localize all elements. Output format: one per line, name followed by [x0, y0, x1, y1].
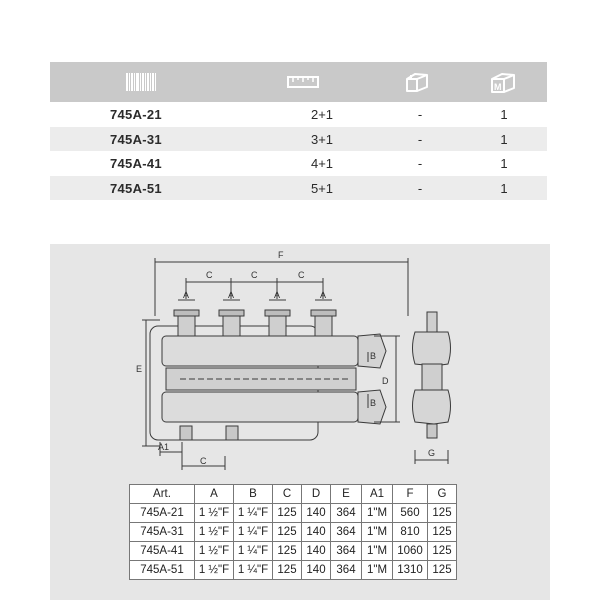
table-cell: 140	[301, 503, 331, 523]
table-header-row: Art. A B C D E A1 F G	[129, 484, 457, 504]
dim-label-f: F	[278, 250, 284, 260]
table-row: 745A-51 5+1 - 1	[50, 175, 547, 200]
column-header: F	[392, 484, 428, 504]
ways-value: 2+1	[310, 107, 334, 122]
box-value: -	[417, 107, 423, 122]
table-cell: 810	[392, 522, 428, 542]
dimensions-table: Art. A B C D E A1 F G 745A-21 1 ½"F 1 ¼"…	[129, 484, 457, 580]
table-cell: 364	[330, 522, 362, 542]
table-cell: 1 ½"F	[194, 541, 234, 561]
table-cell: 125	[427, 522, 457, 542]
table-cell: 1"M	[361, 560, 393, 580]
dim-label-a: A	[228, 290, 234, 300]
column-header: G	[427, 484, 457, 504]
table-cell: 1310	[392, 560, 428, 580]
column-header: A1	[361, 484, 393, 504]
product-table-header: M	[50, 62, 547, 102]
dim-label-c: C	[298, 270, 305, 280]
column-header: B	[233, 484, 273, 504]
table-cell: 1 ½"F	[194, 503, 234, 523]
table-cell: 125	[427, 503, 457, 523]
table-row: 745A-21 2+1 - 1	[50, 102, 547, 127]
table-cell: 745A-21	[129, 503, 195, 523]
master-box-value: 1	[500, 180, 508, 196]
dim-label-g: G	[428, 448, 435, 458]
article-code: 745A-31	[110, 131, 162, 147]
table-row: 745A-31 1 ½"F 1 ¼"F 125 140 364 1"M 810 …	[129, 522, 457, 542]
table-cell: 745A-51	[129, 560, 195, 580]
box-value: -	[417, 180, 423, 196]
table-cell: 125	[272, 522, 302, 542]
master-box-value: 1	[500, 107, 508, 122]
table-cell: 364	[330, 503, 362, 523]
table-cell: 745A-41	[129, 541, 195, 561]
table-cell: 1"M	[361, 522, 393, 542]
table-cell: 1060	[392, 541, 428, 561]
column-header: D	[301, 484, 331, 504]
m-icon-letter: M	[494, 82, 502, 92]
table-cell: 125	[272, 541, 302, 561]
article-code: 745A-41	[110, 156, 162, 171]
master-box-value: 1	[500, 131, 508, 147]
manifold-drawing: F C C C A A A A E B B D G A1 C	[136, 250, 451, 470]
table-cell: 1 ½"F	[194, 560, 234, 580]
dim-label-a1: A1	[158, 442, 169, 452]
dim-label-d: D	[382, 376, 389, 386]
article-code: 745A-51	[110, 180, 162, 196]
ways-value: 4+1	[310, 156, 334, 171]
table-cell: 560	[392, 503, 428, 523]
table-row: 745A-21 1 ½"F 1 ¼"F 125 140 364 1"M 560 …	[129, 503, 457, 523]
table-cell: 1 ½"F	[194, 522, 234, 542]
table-row: 745A-41 1 ½"F 1 ¼"F 125 140 364 1"M 1060…	[129, 541, 457, 561]
master-box-value: 1	[500, 156, 508, 171]
dim-label-b: B	[370, 398, 376, 408]
dim-label-a: A	[183, 290, 189, 300]
table-row: 745A-31 3+1 - 1	[50, 126, 547, 151]
ways-value: 3+1	[310, 131, 334, 147]
ways-value: 5+1	[310, 180, 334, 196]
dim-label-a: A	[274, 290, 280, 300]
table-cell: 1 ¼"F	[233, 522, 273, 542]
barcode-icon	[126, 73, 156, 91]
table-cell: 364	[330, 560, 362, 580]
table-cell: 125	[427, 541, 457, 561]
column-header: C	[272, 484, 302, 504]
column-header: Art.	[129, 484, 195, 504]
dim-label-a: A	[320, 290, 326, 300]
dim-label-c: C	[206, 270, 213, 280]
ruler-icon	[287, 76, 319, 88]
table-cell: 1"M	[361, 541, 393, 561]
column-header: E	[330, 484, 362, 504]
table-row: 745A-51 1 ½"F 1 ¼"F 125 140 364 1"M 1310…	[129, 560, 457, 580]
table-cell: 745A-31	[129, 522, 195, 542]
table-cell: 1 ¼"F	[233, 503, 273, 523]
table-cell: 1"M	[361, 503, 393, 523]
table-cell: 140	[301, 560, 331, 580]
product-table: M 745A-21 2+1 - 1 745A-31 3+1 - 1 745A-4…	[50, 62, 547, 200]
table-cell: 125	[272, 503, 302, 523]
table-cell: 1 ¼"F	[233, 541, 273, 561]
table-row: 745A-41 4+1 - 1	[50, 151, 547, 176]
box-value: -	[417, 156, 423, 171]
column-header: A	[194, 484, 234, 504]
table-cell: 140	[301, 541, 331, 561]
dim-label-e: E	[136, 364, 142, 374]
article-code: 745A-21	[110, 107, 162, 122]
table-cell: 1 ¼"F	[233, 560, 273, 580]
dim-label-c: C	[251, 270, 258, 280]
m-box-icon: M	[491, 73, 515, 93]
table-cell: 364	[330, 541, 362, 561]
dim-label-b: B	[370, 351, 376, 361]
table-cell: 125	[427, 560, 457, 580]
table-cell: 140	[301, 522, 331, 542]
table-cell: 125	[272, 560, 302, 580]
dim-label-c: C	[200, 456, 207, 466]
box-icon	[406, 73, 428, 92]
box-value: -	[417, 131, 423, 147]
